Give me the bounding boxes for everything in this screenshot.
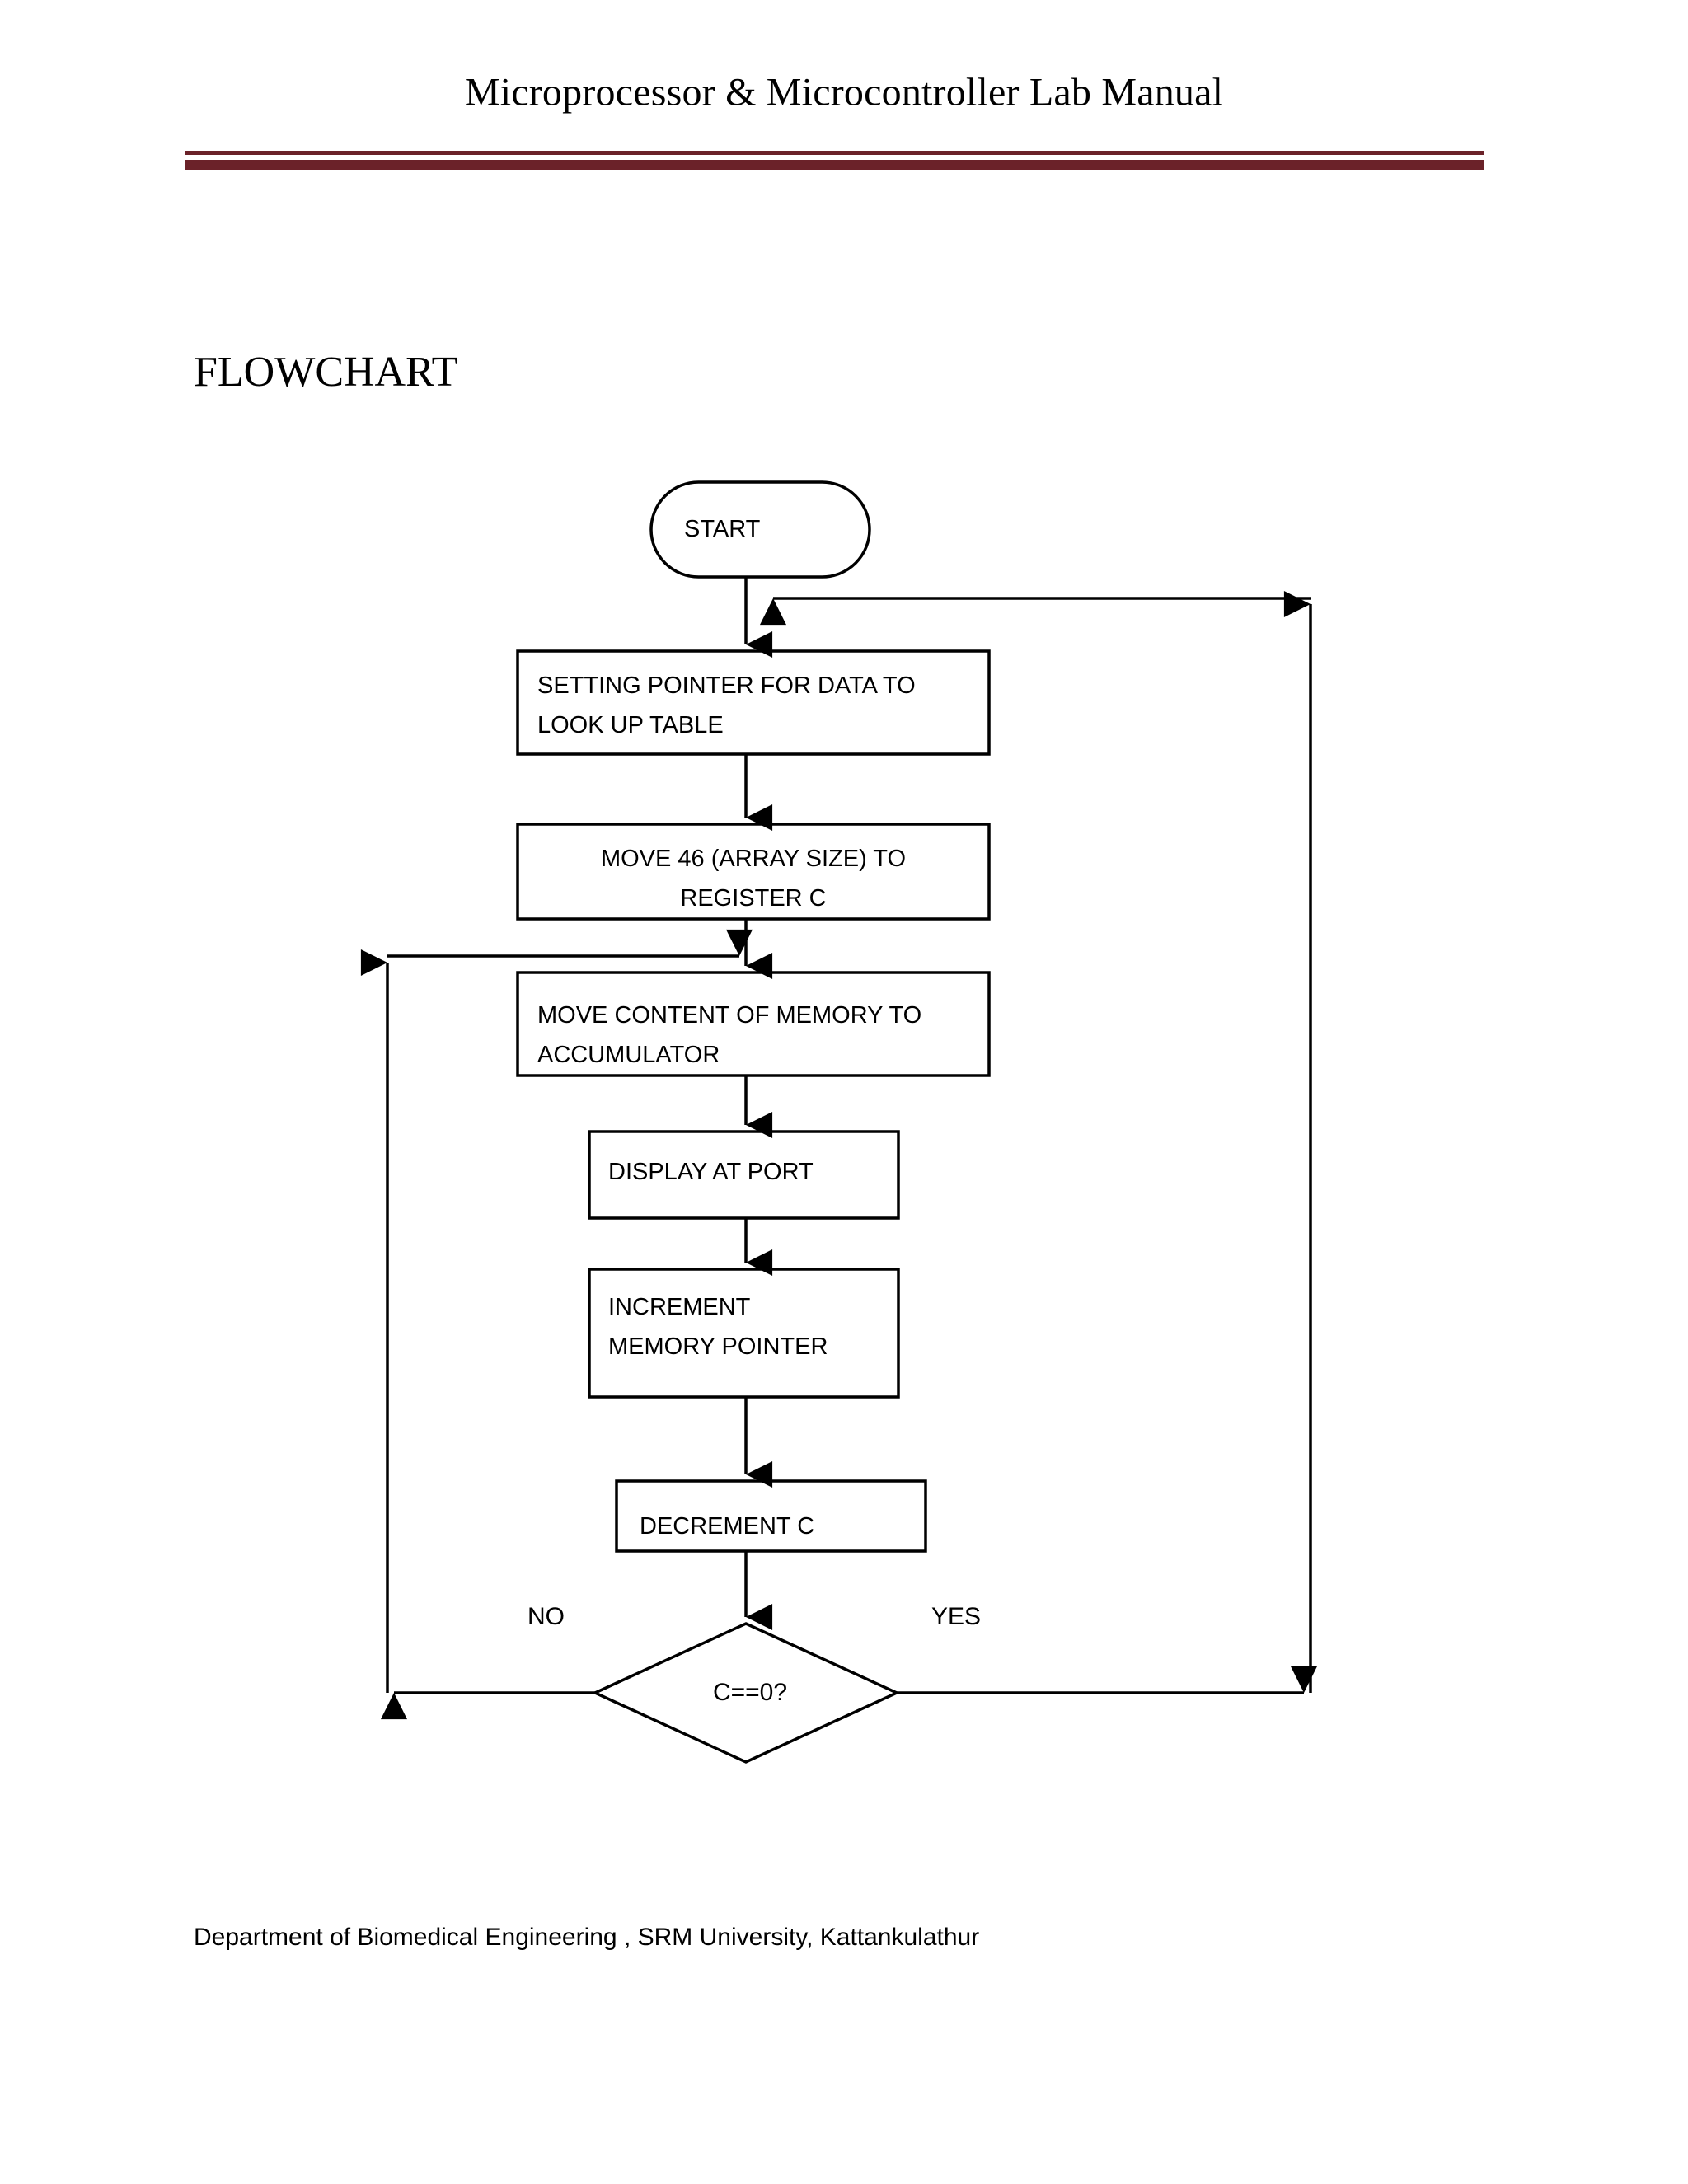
node-process-2-label: MOVE 46 (ARRAY SIZE) TO REGISTER C	[600, 846, 907, 912]
node-start-label: START	[684, 516, 761, 542]
node-process-5-label: INCREMENT MEMORY POINTER	[608, 1294, 828, 1360]
node-process-6-label: DECREMENT C	[640, 1513, 815, 1540]
document-title: Microprocessor & Microcontroller Lab Man…	[464, 70, 1224, 115]
header-rule-thin-line	[185, 151, 1484, 155]
header-divider-rule	[185, 151, 1484, 171]
header-rule-thick-line	[185, 160, 1484, 170]
node-start-shape	[649, 480, 871, 579]
node-process-4-label: DISPLAY AT PORT	[608, 1159, 814, 1185]
node-process-5-shape	[588, 1268, 900, 1399]
node-decision-shape	[591, 1622, 901, 1764]
node-process-3-label: MOVE CONTENT OF MEMORY TO ACCUMULATOR	[537, 1002, 922, 1068]
node-process-1-label: SETTING POINTER FOR DATA TO LOOK UP TABL…	[537, 673, 916, 738]
edge-label-no: NO	[528, 1603, 565, 1630]
document-footer: Department of Biomedical Engineering , S…	[194, 1924, 980, 1951]
node-process-4-shape	[588, 1130, 900, 1220]
edge-label-yes: YES	[931, 1603, 982, 1630]
page-title: FLOWCHART	[194, 349, 458, 396]
node-decision-label: C==0?	[712, 1679, 788, 1706]
document-header: Microprocessor & Microcontroller Lab Man…	[0, 0, 1688, 181]
